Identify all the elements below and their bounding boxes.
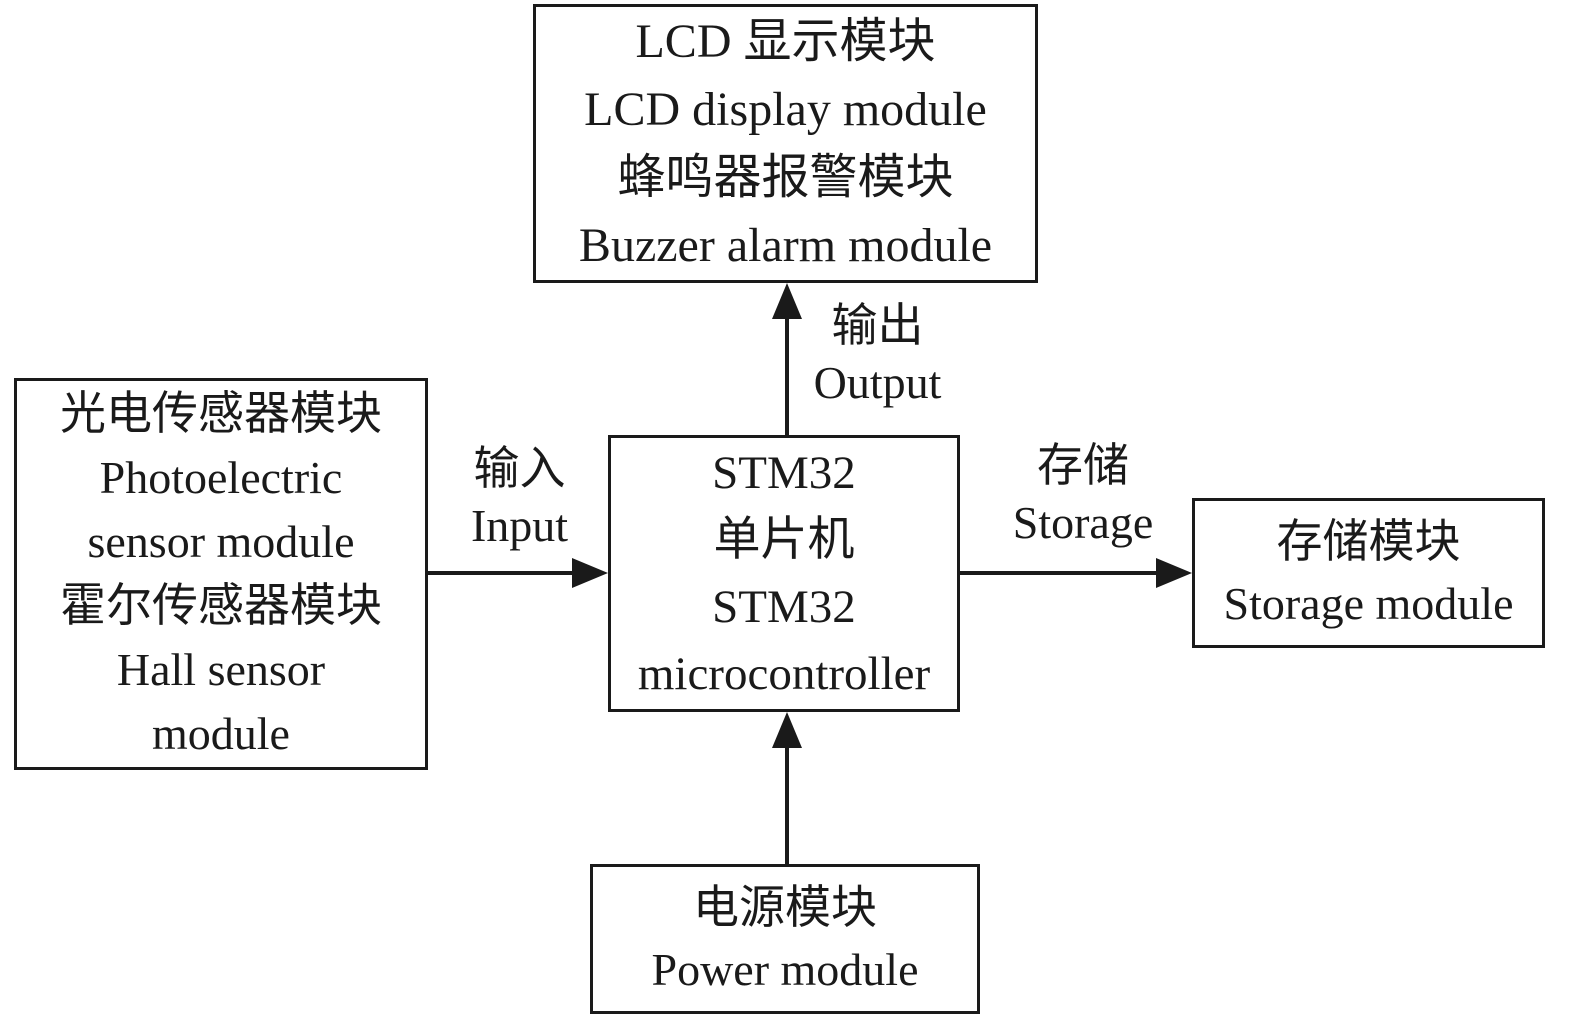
- box-lcd-buzzer-module: LCD 显示模块 LCD display module 蜂鸣器报警模块 Buzz…: [533, 4, 1038, 283]
- box-power-line: 电源模块: [693, 882, 877, 933]
- box-storage-line: Storage module: [1223, 578, 1514, 629]
- output-flow-label-zh: 输出: [831, 300, 924, 351]
- box-storage-line: 存储模块: [1276, 516, 1461, 567]
- storage-flow-label-zh: 存储: [1037, 440, 1129, 491]
- box-mcu-line: 单片机: [713, 513, 855, 566]
- input-flow-label-en: Input: [470, 500, 569, 551]
- box-mcu-line: microcontroller: [637, 647, 931, 700]
- input-flow-label: 输入 Input: [437, 440, 602, 554]
- box-sensor-module: 光电传感器模块 Photoelectric sensor module 霍尔传感…: [14, 378, 428, 770]
- box-sensor-line: Photoelectric: [99, 452, 343, 503]
- input-arrow: [428, 558, 608, 588]
- box-lcd-buzzer-line: LCD display module: [584, 82, 987, 136]
- box-power-line: Power module: [651, 944, 919, 995]
- output-flow-label: 输出 Output: [790, 297, 965, 411]
- input-arrowhead-icon: [572, 558, 608, 588]
- box-lcd-buzzer-line: Buzzer alarm module: [578, 218, 993, 272]
- box-sensor-line: 霍尔传感器模块: [60, 580, 382, 631]
- storage-flow-label-en: Storage: [1012, 497, 1154, 548]
- storage-arrow: [960, 558, 1192, 588]
- box-stm32-microcontroller: STM32 单片机 STM32 microcontroller: [608, 435, 960, 712]
- power-arrow: [772, 712, 802, 864]
- box-lcd-buzzer-line: 蜂鸣器报警模块: [617, 150, 954, 204]
- box-lcd-buzzer-line: LCD 显示模块: [635, 14, 936, 68]
- power-arrowhead-icon: [772, 712, 802, 748]
- box-power-module: 电源模块 Power module: [590, 864, 980, 1014]
- storage-flow-label: 存储 Storage: [983, 437, 1183, 551]
- box-mcu-line: STM32: [712, 446, 856, 499]
- box-sensor-line: sensor module: [87, 516, 355, 567]
- box-sensor-line: 光电传感器模块: [60, 388, 382, 439]
- box-sensor-line: Hall sensor: [116, 644, 326, 695]
- box-mcu-line: STM32: [712, 580, 856, 633]
- box-sensor-line: module: [152, 708, 290, 759]
- box-storage-module: 存储模块 Storage module: [1192, 498, 1545, 648]
- output-flow-label-en: Output: [813, 357, 942, 408]
- storage-arrowhead-icon: [1156, 558, 1192, 588]
- input-flow-label-zh: 输入: [473, 443, 566, 494]
